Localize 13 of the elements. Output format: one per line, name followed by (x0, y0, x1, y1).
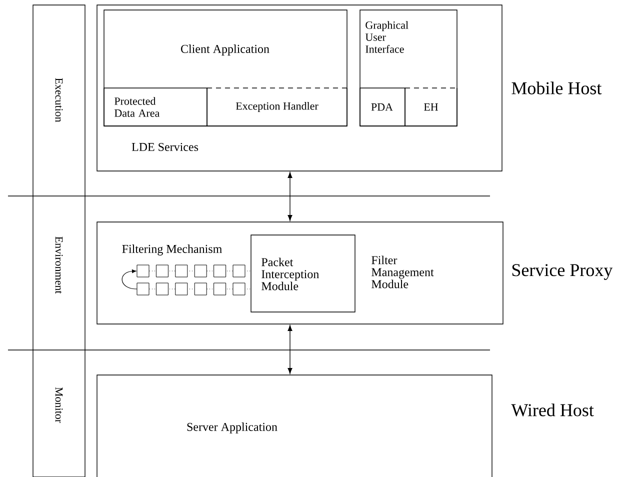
module-box: Packet Interception Module (250, 234, 356, 312)
handler-box: EH (404, 88, 458, 126)
host-label: Service Proxy (512, 264, 613, 280)
side-band: Execution Environment Monitor (32, 4, 86, 477)
area-box: PDA (360, 88, 406, 126)
host-label: Mobile Host (512, 82, 602, 94)
handler-box: Exception Handler (206, 88, 348, 126)
server-box: Server Application (96, 374, 492, 477)
arrow (288, 172, 292, 221)
host-label: Wired Host (511, 404, 594, 416)
area-box: Protected Data Area (104, 88, 208, 126)
arrow (288, 325, 292, 374)
queue-label: Filtering Mechanism (122, 244, 222, 256)
